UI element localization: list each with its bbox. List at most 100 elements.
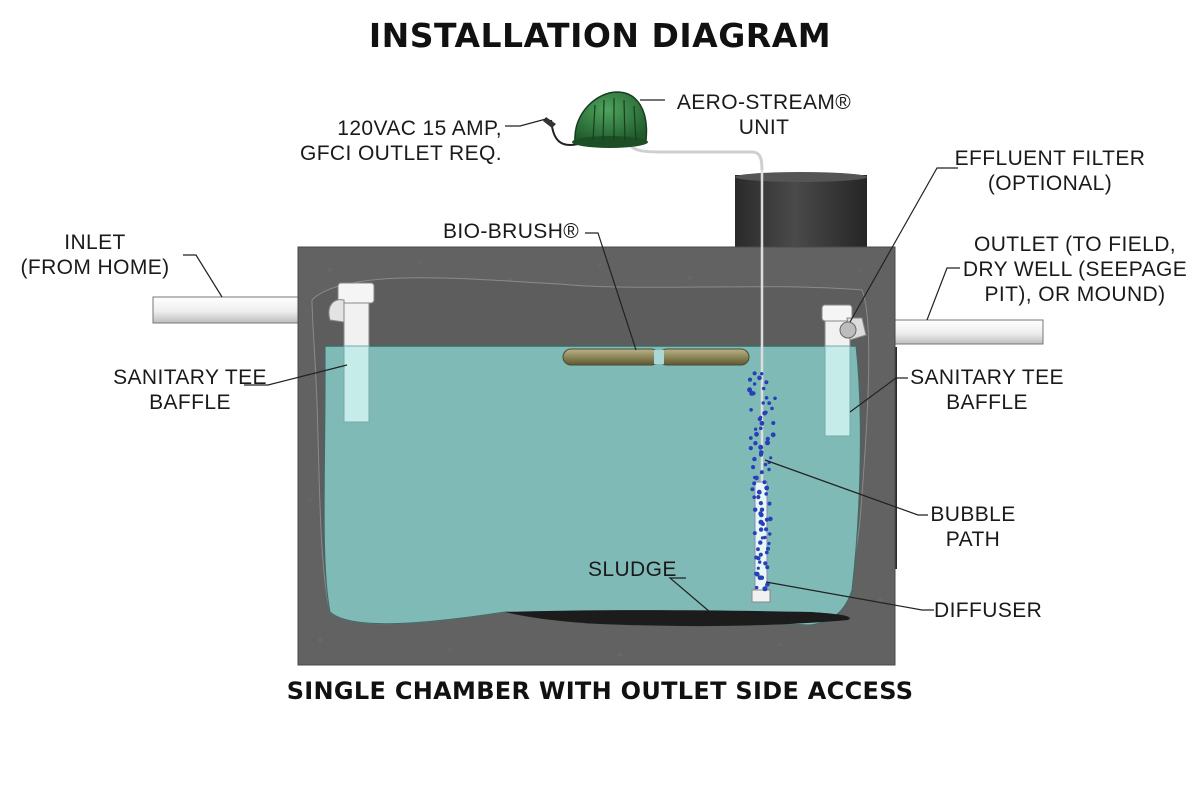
leader-sludge [668,577,711,613]
label-inlet: INLET(FROM HOME) [20,231,170,279]
bubble [752,382,757,386]
bubble [753,441,758,446]
label-bio-brush: BIO-BRUSH® [443,220,580,243]
bubble [760,522,765,526]
leader-bio-brush [585,232,637,351]
bubble [760,372,764,376]
leader-diffuser [765,581,934,611]
leader-lines [183,99,960,613]
wastewater [323,345,861,626]
label-aero-stream: AERO-STREAM®UNIT [676,91,852,139]
plug [543,117,556,128]
bubble [747,377,753,382]
aero-stream-unit [572,91,648,148]
bubble [758,511,763,516]
bubble [759,420,765,426]
bubble [769,456,773,460]
bubble [758,560,762,564]
bubble [758,444,764,450]
bubble [749,408,753,412]
bubble-column [747,371,777,592]
bubble [764,410,768,415]
bubble [752,531,757,536]
leader-tee-left [244,364,348,386]
inlet-pipe [152,296,304,324]
bubble [752,481,757,486]
sludge-layer [505,610,850,627]
right-sanitary-tee [821,304,867,437]
bubble [770,406,774,411]
bubble [764,380,769,385]
bubble [764,527,769,532]
bubble [757,416,762,422]
bubble [754,431,759,437]
bubble [759,426,763,431]
effluent-filter [839,321,857,339]
label-sludge: SLUDGE [588,558,677,581]
bubble [759,575,765,580]
bubble [756,495,761,500]
leader-power [505,118,547,127]
bubble [761,386,766,391]
bubble [757,375,762,381]
bubble [763,462,768,467]
bubble [748,436,753,440]
bubble [751,391,756,396]
bubble [771,421,776,425]
bubble [750,487,755,492]
bubble [764,517,770,522]
bubble [773,396,777,401]
bubble [756,547,760,552]
bubble [759,450,764,455]
leader-bubble-path [764,459,928,516]
access-riser [735,175,867,255]
bubble [758,501,764,506]
bubble [758,552,763,557]
bubble [753,507,758,512]
bubble [752,456,757,462]
bubble [764,550,769,555]
bubble [767,401,772,405]
bubble [752,495,756,500]
bubble [764,485,770,491]
bubble [751,465,756,470]
bubble [753,427,758,431]
label-effluent-filter: EFFLUENT FILTER(OPTIONAL) [954,147,1146,195]
bubble [768,516,773,522]
leader-outlet [926,267,960,321]
bubble [762,586,768,592]
bubble [770,432,776,438]
bubble [755,585,759,590]
diagram-subtitle: SINGLE CHAMBER WITH OUTLET SIDE ACCESS [286,677,914,705]
bubble [756,556,761,561]
bubble [756,489,762,495]
bio-brush-media [562,348,750,366]
bubble [759,507,765,512]
leader-inlet [183,254,223,298]
label-power: 120VAC 15 AMP,GFCI OUTLET REQ. [299,117,502,165]
left-sanitary-tee [328,282,375,423]
bubble [748,446,753,451]
bubble [765,440,770,446]
page-title: INSTALLATION DIAGRAM [368,16,832,55]
air-tube [626,139,764,171]
bubble [758,527,764,532]
bubble [767,501,772,506]
bubble [765,565,770,570]
bubble [766,546,770,551]
bubble [768,532,772,536]
bubble [761,401,765,405]
leader-effluent-filter [849,167,958,323]
bubble [752,371,757,376]
bubble [753,475,757,480]
bubble [764,396,769,400]
label-diffuser: DIFFUSER [934,599,1043,622]
bubble [763,561,768,566]
bubble [767,541,771,546]
bubble [759,470,764,475]
